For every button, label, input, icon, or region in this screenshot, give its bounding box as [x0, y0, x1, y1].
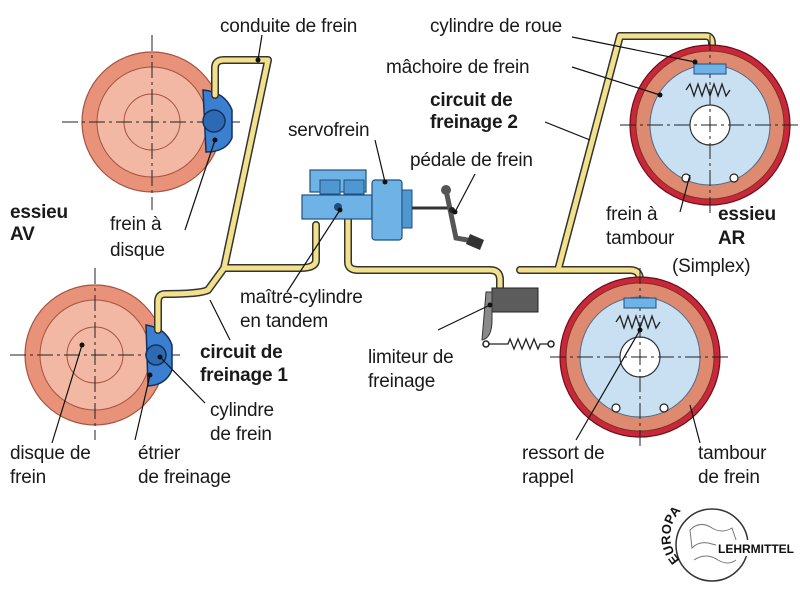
label-pedale-de-frein: pédale de frein — [410, 150, 533, 171]
label-circuit-2-line1: circuit de — [430, 90, 513, 111]
label-cylindre-de-frein-line1: cylindre — [210, 400, 274, 421]
label-ressort-line1: ressort de — [522, 443, 605, 464]
label-circuit-1-line2: freinage 1 — [200, 365, 288, 386]
label-essieu-ar-line2: AR — [718, 228, 746, 249]
europa-lehrmittel-logo: EUROPA LEHRMITTEL — [658, 502, 798, 582]
label-circuit-1-line1: circuit de — [200, 342, 283, 363]
leader-lines — [51, 34, 701, 444]
label-maitre-cylindre-line2: en tandem — [240, 311, 328, 332]
label-limiteur-line1: limiteur de — [368, 347, 454, 368]
label-limiteur-line2: freinage — [368, 371, 436, 392]
label-servofrein: servofrein — [288, 120, 370, 141]
master-cylinder-servo — [301, 169, 452, 241]
label-etrier-line1: étrier — [138, 443, 181, 464]
label-disque-de-frein-line1: disque de — [10, 443, 91, 464]
caliper-piston — [145, 344, 167, 366]
label-ressort-line2: rappel — [522, 467, 574, 488]
brake-pedal — [441, 185, 484, 250]
label-cylindre-de-frein-line2: de frein — [210, 424, 272, 445]
brake-limiter — [481, 287, 555, 351]
label-essieu-av-line1: essieu — [10, 202, 68, 223]
label-frein-a-tambour-line1: frein à — [606, 204, 658, 225]
label-cylindre-de-roue: cylindre de roue — [430, 16, 562, 37]
label-frein-a-disque-line2: disque — [110, 240, 165, 261]
label-tambour-line2: de frein — [698, 467, 760, 488]
servo-booster — [371, 179, 403, 241]
label-essieu-av-line2: AV — [10, 224, 35, 245]
rear-right-drum-brake — [550, 268, 730, 446]
rear-left-drum-brake — [620, 35, 800, 215]
label-tambour-line1: tambour — [698, 443, 767, 464]
front-left-disc-brake — [62, 35, 242, 210]
caliper-piston — [202, 109, 226, 133]
label-conduite-de-frein: conduite de frein — [220, 16, 358, 37]
front-right-disc-brake — [10, 268, 180, 440]
label-etrier-line2: de freinage — [138, 467, 231, 488]
label-machoire-de-frein: mâchoire de frein — [386, 57, 530, 78]
label-frein-a-tambour-line2: tambour — [606, 228, 675, 249]
label-frein-a-disque-line1: frein à — [110, 214, 162, 235]
logo-sub-text: LEHRMITTEL — [718, 542, 794, 556]
label-disque-de-frein-line2: frein — [10, 467, 46, 488]
label-maitre-cylindre-line1: maître-cylindre — [240, 287, 363, 308]
label-circuit-2-line2: freinage 2 — [430, 112, 518, 133]
label-essieu-ar-line1: essieu — [718, 204, 776, 225]
label-simplex: (Simplex) — [672, 256, 751, 277]
